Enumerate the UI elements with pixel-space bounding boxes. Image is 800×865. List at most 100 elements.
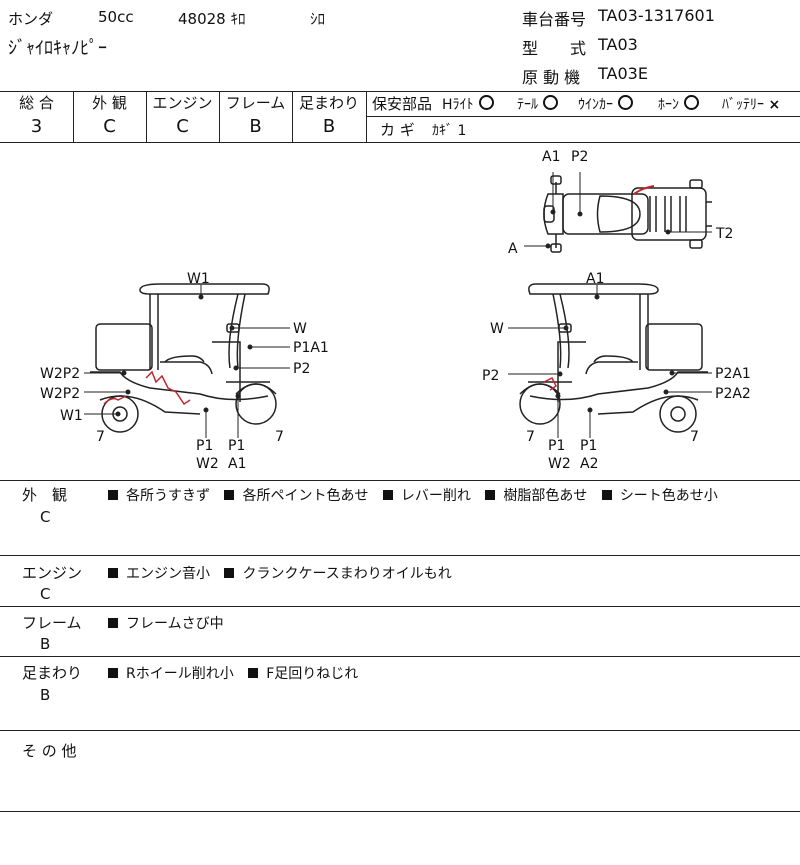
left-label-7b: 7: [275, 429, 284, 445]
left-label-p2: P2: [293, 361, 310, 377]
right-label-a1: A1: [586, 271, 604, 287]
right-rear-box: [645, 323, 703, 371]
section-suspension-items: Rホイール削れ小 F足回りねじれ: [108, 663, 368, 683]
top-label-t2: T2: [715, 226, 733, 242]
left-label-p1: P1: [196, 438, 213, 454]
section-divider: [0, 480, 800, 481]
right-callouts: [508, 285, 712, 438]
exterior-item: 各所うすきず: [126, 488, 210, 504]
engine-label: 原 動 機: [522, 68, 581, 87]
top-rear-box: [631, 187, 707, 241]
left-label-w2: W2: [196, 456, 219, 472]
left-front-wheel: [235, 383, 277, 425]
ok-circle-icon: [543, 95, 558, 110]
safety-tail-label: ﾃｰﾙ: [517, 97, 538, 113]
right-label-p2a2: P2A2: [715, 386, 751, 402]
top-seat: [596, 195, 641, 233]
section-engine-grade: C: [40, 585, 51, 603]
safety-winker: ｳｲﾝｶｰ: [578, 94, 633, 114]
grid-line: [0, 142, 800, 143]
top-body: [562, 193, 649, 235]
grid-line: [292, 91, 293, 142]
left-label-p1a1: P1A1: [293, 340, 329, 356]
mileage: 48028 ｷﾛ: [178, 10, 246, 28]
left-damage-mark-2: [103, 395, 127, 405]
grade-frame-value: B: [249, 116, 262, 137]
right-label-p1b: P1: [580, 438, 597, 454]
frame-no-label: 車台番号: [522, 10, 587, 29]
bullet-icon: [108, 618, 118, 628]
grid-line: [146, 91, 147, 142]
exterior-item: シート色あせ小: [619, 488, 718, 504]
ok-circle-icon: [684, 95, 699, 110]
safety-tail: ﾃｰﾙ: [517, 94, 558, 114]
section-exterior-label: 外 観: [22, 486, 68, 504]
engine-item: エンジン音小: [126, 566, 210, 582]
suspension-item: F足回りねじれ: [266, 666, 359, 682]
right-front-wheel: [519, 383, 561, 425]
left-label-7a: 7: [96, 429, 105, 445]
suspension-item: Rホイール削れ小: [126, 666, 234, 682]
bullet-icon: [108, 568, 118, 578]
section-engine-label: エンジン: [22, 564, 83, 582]
maker: ホンダ: [8, 10, 54, 28]
safety-battery: ﾊﾞｯﾃﾘｰ ×: [722, 94, 780, 114]
bullet-icon: [224, 490, 235, 500]
grade-engine-value: C: [176, 116, 189, 137]
ok-circle-icon: [618, 95, 633, 110]
bullet-icon: [382, 490, 393, 500]
vehicle-diagram: A1 P2 A T2 W1 W P1A1 P2 W2P2 W: [40, 149, 751, 472]
safety-headlight-label: Hﾗｲﾄ: [442, 97, 474, 113]
left-side-view: [90, 283, 277, 433]
exterior-item: 樹脂部色あせ: [503, 488, 588, 504]
grade-engine-label: エンジン: [152, 94, 213, 112]
right-damage-mark: [543, 376, 557, 391]
section-frame-items: フレームさび中: [108, 613, 234, 633]
left-roof: [139, 283, 270, 295]
section-frame-label: フレーム: [22, 614, 82, 632]
grade-overall-value: 3: [30, 116, 43, 137]
section-divider: [0, 555, 800, 556]
top-label-p2: P2: [571, 149, 588, 165]
top-callouts: [524, 172, 712, 249]
right-rear-wheel: [659, 395, 697, 433]
safety-horn: ﾎｰﾝ: [658, 94, 699, 114]
section-divider: [0, 730, 800, 731]
key-value: ｶｷﾞ 1: [432, 123, 467, 139]
left-label-w: W: [293, 321, 307, 337]
safety-battery-label: ﾊﾞｯﾃﾘｰ: [722, 97, 764, 113]
grade-exterior-label: 外 観: [92, 94, 127, 112]
displacement: 50cc: [98, 8, 134, 26]
grid-line: [366, 91, 367, 142]
right-side-view: [519, 283, 708, 433]
model-name: ｼﾞｬｲﾛｷｬﾉﾋﾟｰ: [8, 38, 107, 59]
bullet-icon: [108, 490, 118, 500]
bullet-icon: [601, 490, 612, 500]
left-label-p1b: P1: [228, 438, 245, 454]
bullet-icon: [248, 668, 259, 678]
left-label-a1: A1: [228, 456, 246, 472]
type-value: TA03: [598, 35, 638, 54]
right-label-w: W: [490, 321, 504, 337]
section-divider: [0, 606, 800, 607]
section-frame-grade: B: [40, 635, 51, 653]
section-suspension-grade: B: [40, 686, 51, 704]
right-label-a2: A2: [580, 456, 598, 472]
right-label-p2a1: P2A1: [715, 366, 751, 382]
grade-overall-label: 総 合: [19, 94, 54, 112]
exterior-item: レバー削れ: [400, 488, 471, 504]
safety-headlight: Hﾗｲﾄ: [442, 94, 494, 114]
left-label-w1: W1: [187, 271, 210, 287]
grade-exterior-value: C: [103, 116, 116, 137]
right-label-p2: P2: [482, 368, 499, 384]
left-label-w2p2-b: W2P2: [40, 386, 80, 402]
section-exterior-items: 各所うすきず 各所ペイント色あせ レバー削れ 樹脂部色あせ シート色あせ小: [108, 485, 728, 505]
section-divider: [0, 811, 800, 812]
left-rear-box: [95, 323, 153, 371]
frame-item: フレームさび中: [126, 616, 224, 632]
engine-item: クランクケースまわりオイルもれ: [242, 566, 452, 582]
right-label-w2: W2: [548, 456, 571, 472]
type-label: 型 式: [522, 39, 587, 58]
engine-value: TA03E: [598, 64, 648, 83]
ok-circle-icon: [478, 95, 494, 110]
